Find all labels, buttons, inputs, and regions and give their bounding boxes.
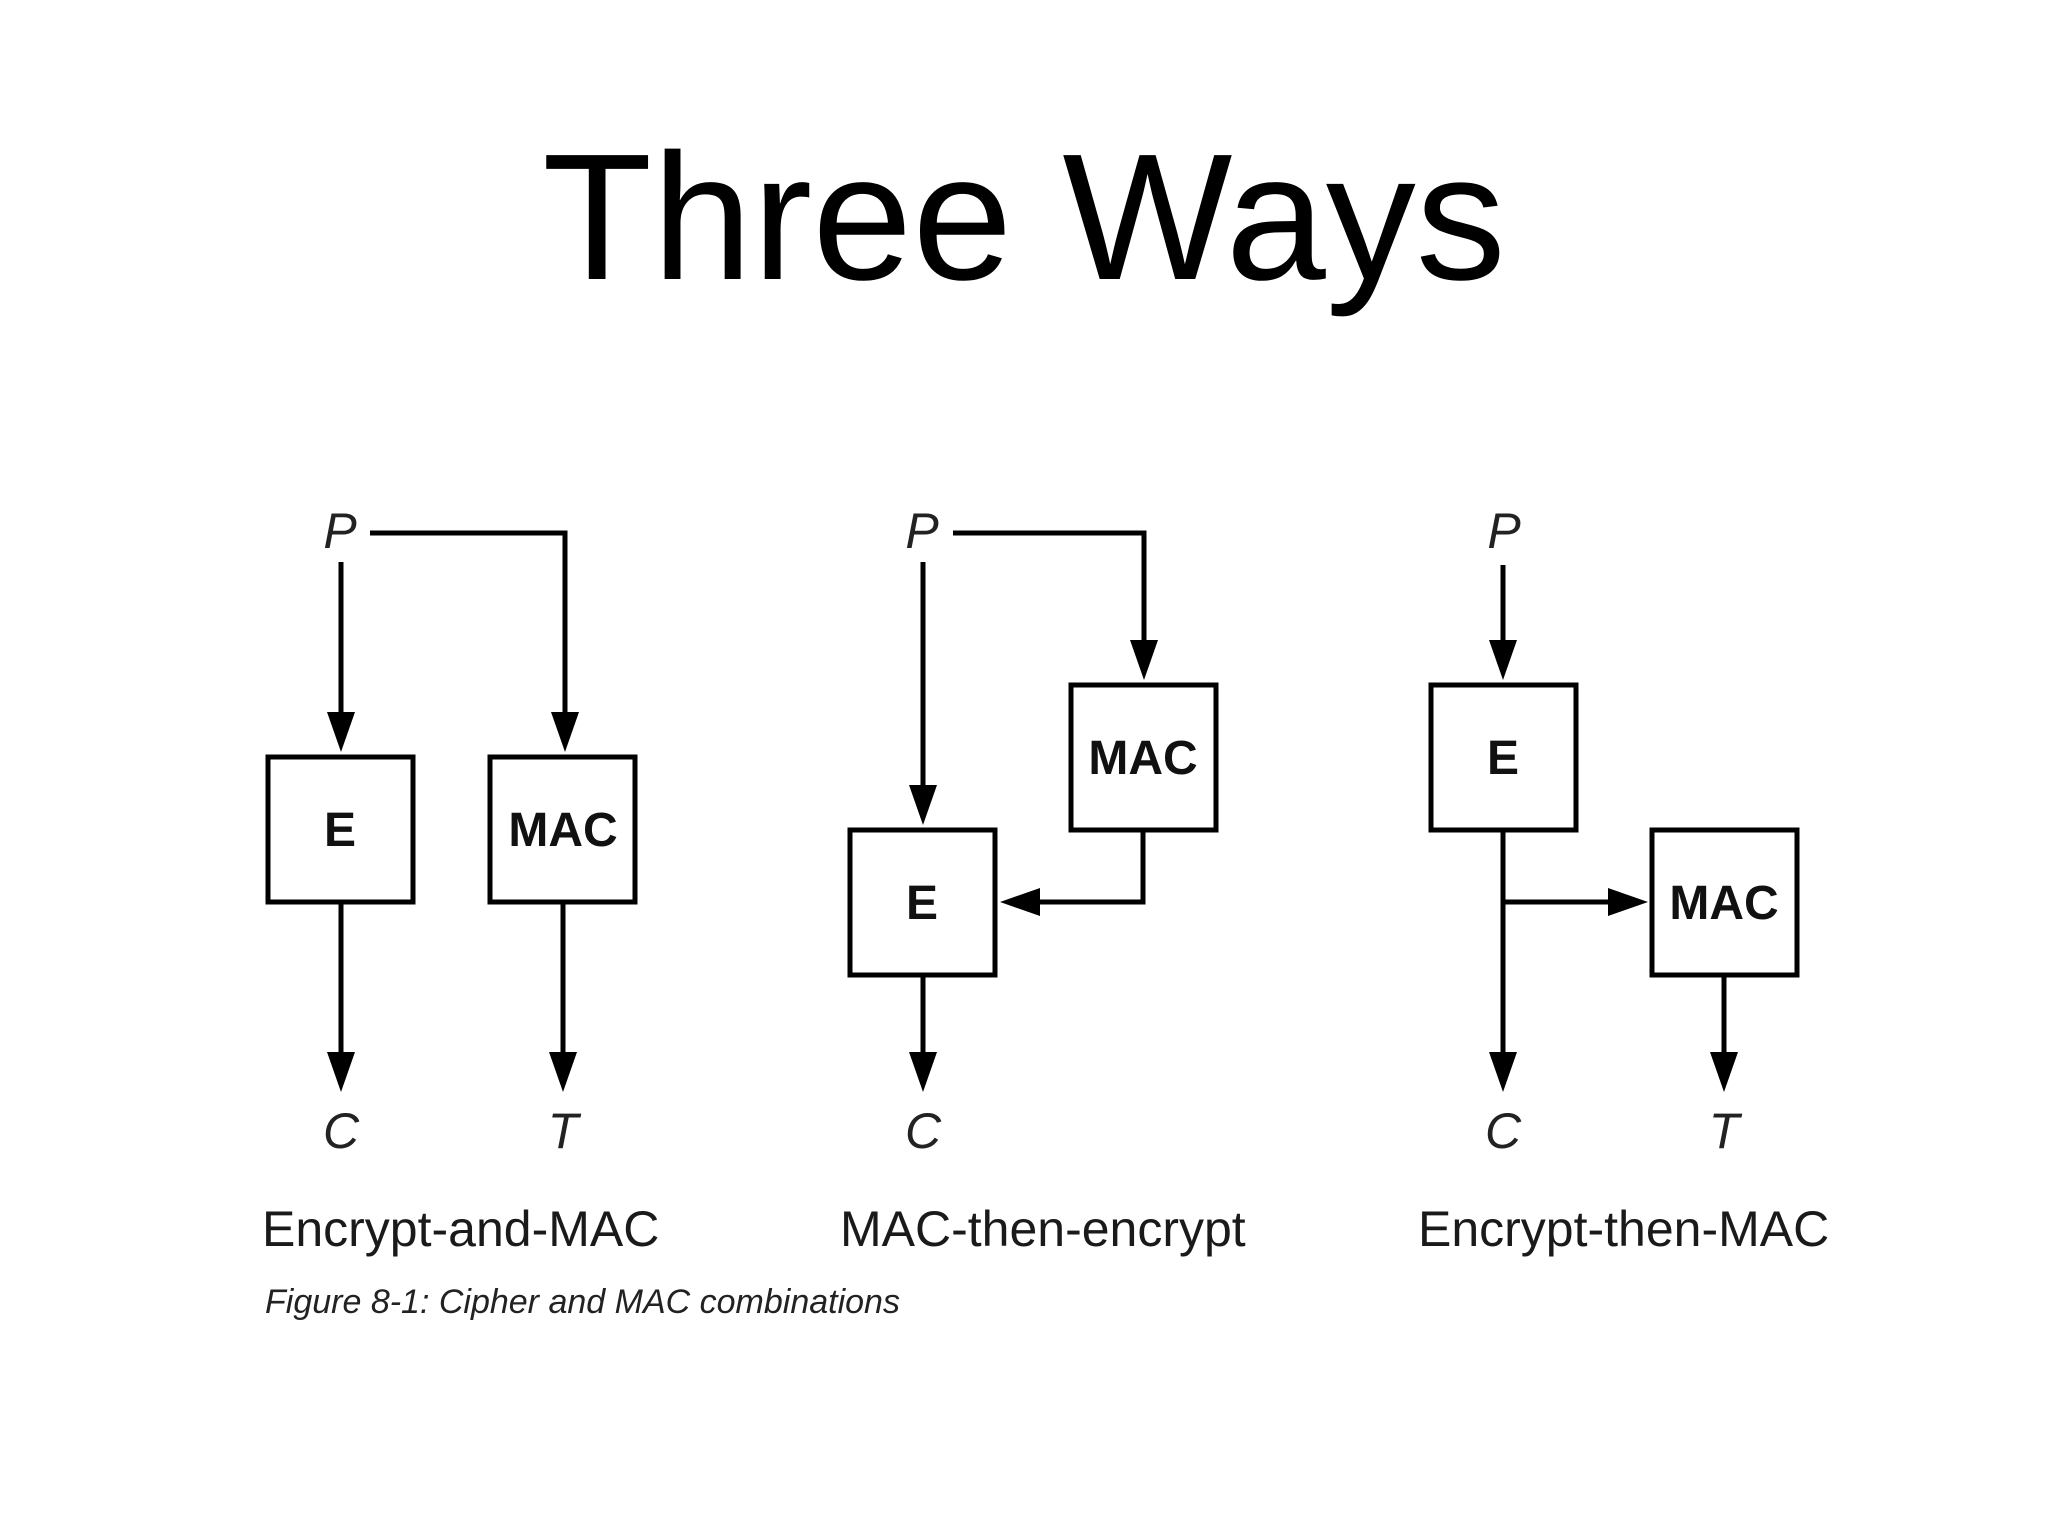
scheme2-name-label: MAC-then-encrypt bbox=[840, 1201, 1246, 1257]
scheme1-input-label: P bbox=[323, 503, 357, 559]
scheme-encrypt-and-mac: P E MAC C T Encrypt-and-MAC bbox=[262, 503, 659, 1257]
scheme3-input-label: P bbox=[1487, 503, 1521, 559]
scheme3-name-label: Encrypt-then-MAC bbox=[1418, 1201, 1829, 1257]
scheme3-output-c-label: C bbox=[1485, 1103, 1522, 1159]
scheme1-mac-label: MAC bbox=[508, 804, 617, 857]
scheme3-e-to-mac-arrow bbox=[1608, 888, 1648, 916]
scheme2-p-to-mac-arrow bbox=[1130, 640, 1158, 680]
scheme3-mac-to-t-arrow bbox=[1710, 1052, 1738, 1092]
scheme1-e-box bbox=[265, 754, 416, 905]
scheme1-e-label: E bbox=[324, 804, 356, 857]
scheme-encrypt-then-mac: P E MAC C T Encrypt-then-MAC bbox=[1418, 503, 1829, 1257]
scheme3-p-to-e-arrow bbox=[1489, 640, 1517, 680]
scheme2-mac-to-e-arrow bbox=[1000, 888, 1040, 916]
slide-title: Three Ways bbox=[542, 117, 1506, 318]
scheme2-mac-label: MAC bbox=[1088, 732, 1197, 785]
scheme2-mac-to-e-line bbox=[1040, 830, 1146, 905]
scheme1-output-t-label: T bbox=[548, 1103, 582, 1159]
scheme3-e-to-c-arrow bbox=[1489, 1052, 1517, 1092]
scheme2-mac-box bbox=[1068, 682, 1219, 833]
scheme2-p-to-e-arrow bbox=[909, 785, 937, 825]
scheme3-e-label: E bbox=[1487, 732, 1519, 785]
scheme1-p-to-mac-line bbox=[370, 530, 568, 712]
scheme-mac-then-encrypt: P MAC E C MAC-then-encrypt bbox=[840, 503, 1246, 1257]
scheme1-p-to-mac-arrow bbox=[551, 712, 579, 752]
scheme1-p-to-e-arrow bbox=[327, 712, 355, 752]
scheme2-e-to-c-arrow bbox=[909, 1052, 937, 1092]
scheme2-output-c-label: C bbox=[905, 1103, 942, 1159]
scheme2-e-label: E bbox=[906, 877, 938, 930]
scheme1-output-c-label: C bbox=[323, 1103, 360, 1159]
scheme3-output-t-label: T bbox=[1709, 1103, 1743, 1159]
scheme1-name-label: Encrypt-and-MAC bbox=[262, 1201, 659, 1257]
scheme2-p-to-mac-line bbox=[953, 530, 1147, 640]
figure-caption: Figure 8-1: Cipher and MAC combinations bbox=[265, 1283, 900, 1321]
scheme1-mac-to-t-arrow bbox=[549, 1052, 577, 1092]
scheme3-mac-label: MAC bbox=[1669, 877, 1778, 930]
scheme1-e-to-c-arrow bbox=[327, 1052, 355, 1092]
scheme2-input-label: P bbox=[905, 503, 939, 559]
